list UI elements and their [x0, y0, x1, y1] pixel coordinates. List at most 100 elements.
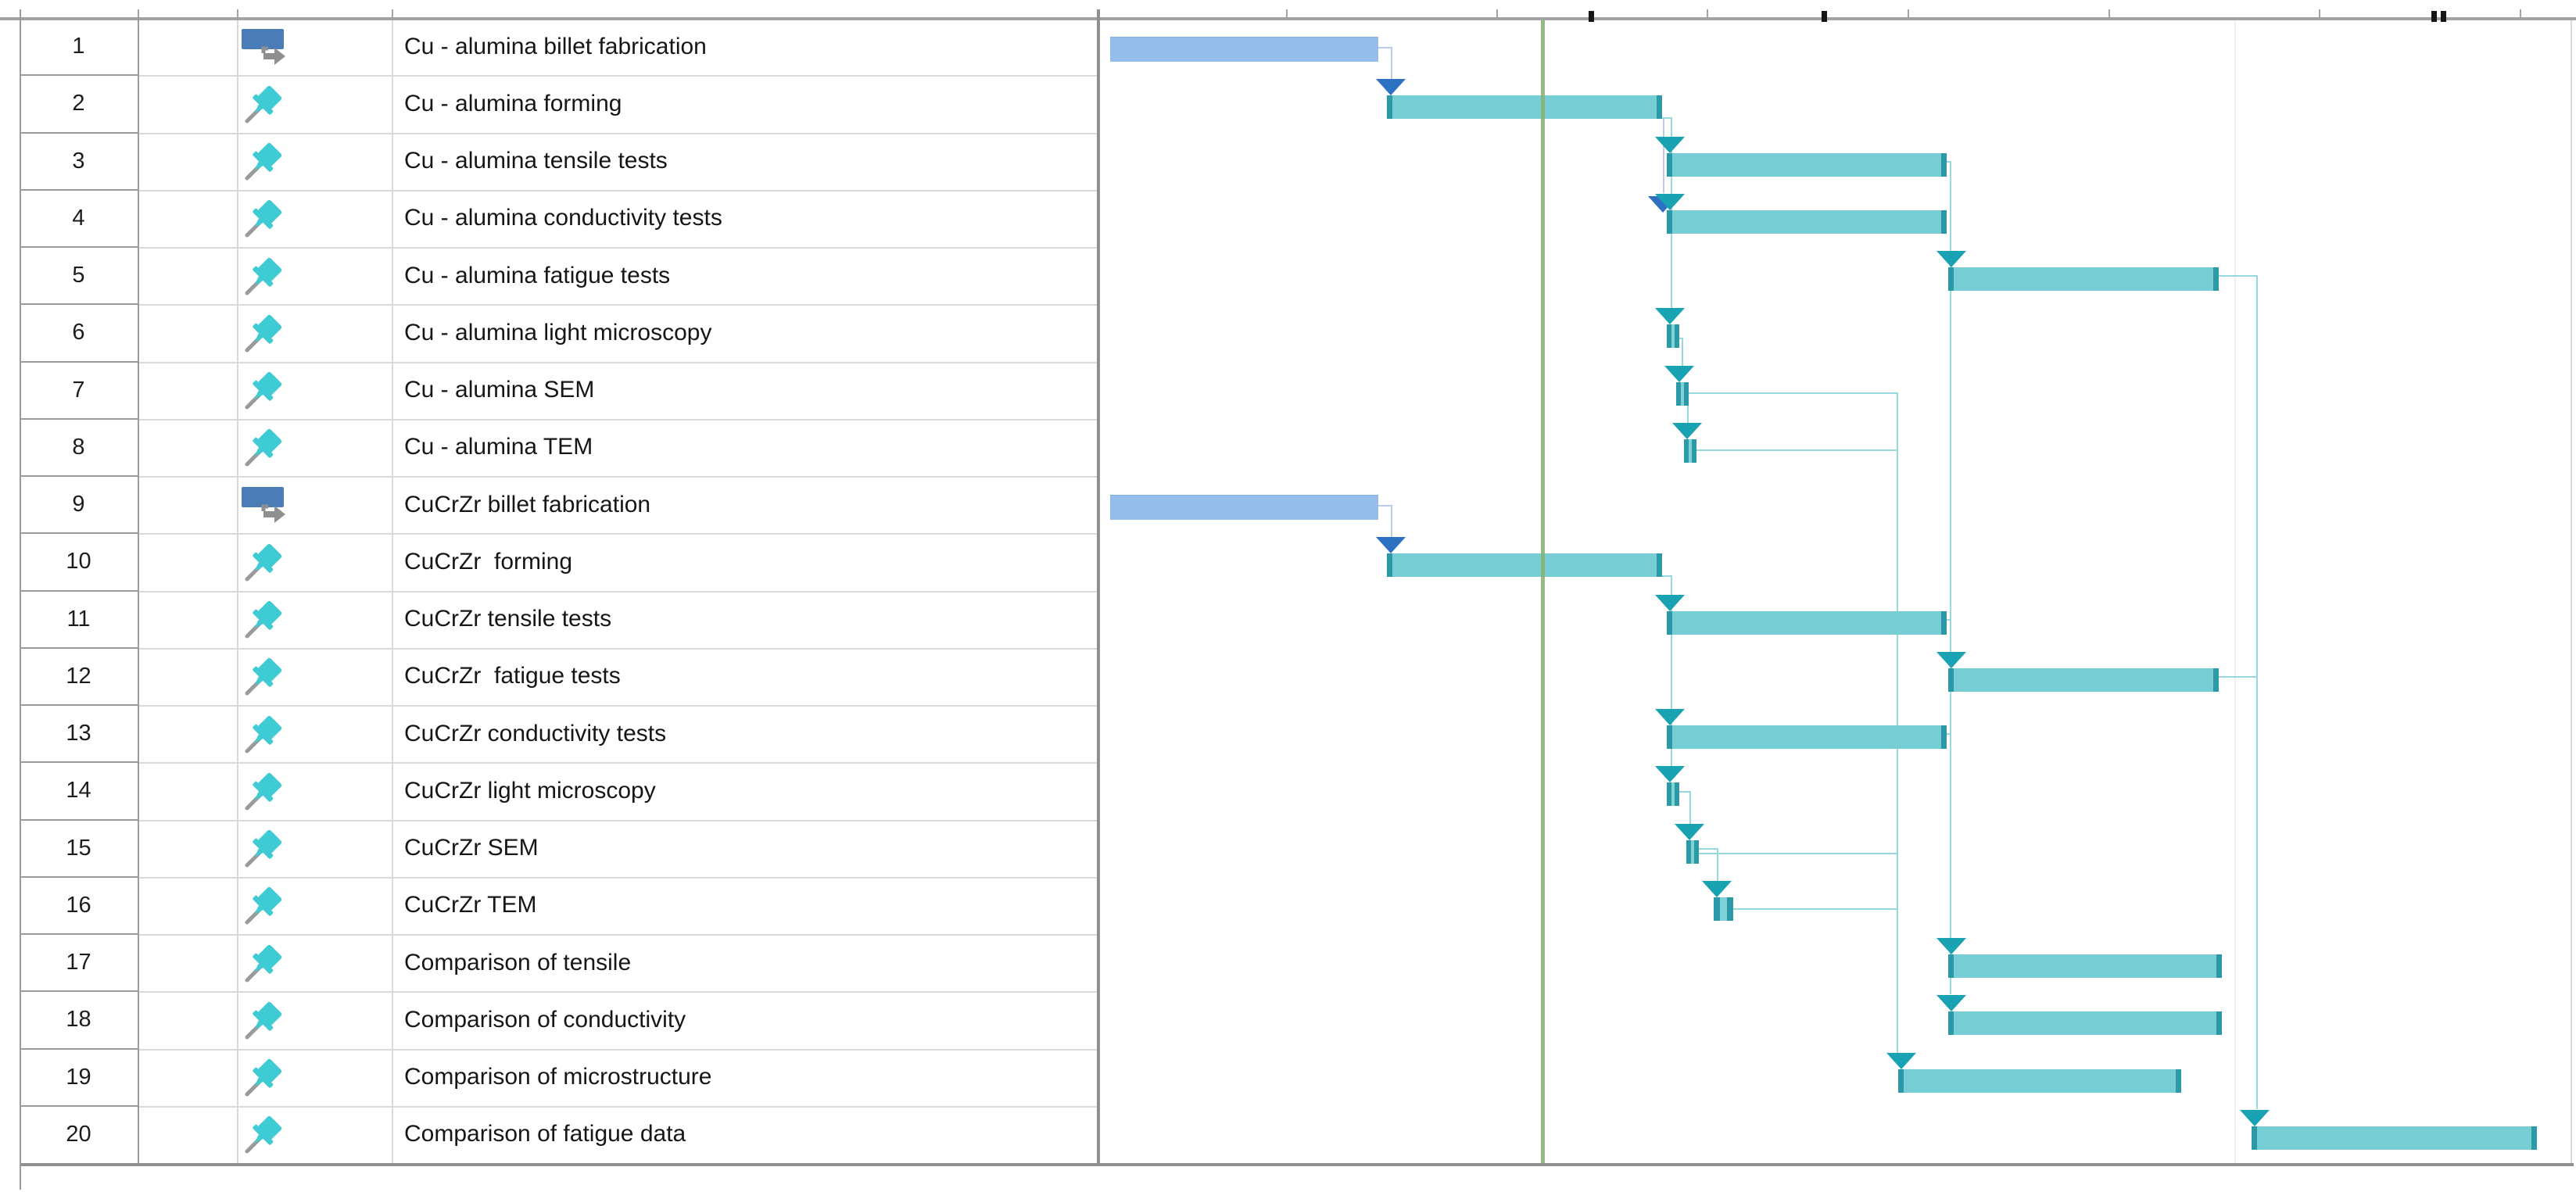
task-mode-cell[interactable] [240, 419, 395, 476]
row-number-cell[interactable]: 1 [72, 34, 85, 59]
row-number-cell[interactable]: 16 [66, 892, 91, 918]
row-number-cell[interactable]: 6 [72, 320, 85, 345]
row-number-cell[interactable]: 18 [66, 1007, 91, 1033]
row-number-cell[interactable]: 3 [72, 148, 85, 174]
task-name-cell[interactable]: CuCrZr fatigue tests [404, 663, 621, 689]
row-number-cell[interactable]: 13 [66, 721, 91, 746]
gantt-bar-task[interactable] [1667, 725, 1947, 749]
task-mode-cell[interactable] [240, 476, 395, 533]
indicator-cell[interactable] [138, 133, 237, 190]
indicator-cell[interactable] [138, 762, 237, 819]
task-name-cell[interactable]: Cu - alumina light microscopy [404, 319, 712, 345]
gantt-bar-task[interactable] [1948, 954, 2222, 978]
table-row[interactable]: 12 CuCrZr fatigue tests [20, 648, 1097, 705]
row-number-cell[interactable]: 15 [66, 835, 91, 861]
table-row[interactable]: 19 Comparison of microstructure [20, 1049, 1097, 1106]
task-name-cell[interactable]: Cu - alumina fatigue tests [404, 262, 671, 288]
row-number-cell[interactable]: 17 [66, 950, 91, 975]
task-mode-cell[interactable] [240, 75, 395, 132]
task-mode-cell[interactable] [240, 362, 395, 419]
task-name-cell[interactable]: Comparison of microstructure [404, 1064, 712, 1090]
gantt-bar-task[interactable] [1667, 610, 1947, 635]
task-mode-cell[interactable] [240, 591, 395, 648]
table-row[interactable]: 11 CuCrZr tensile tests [20, 591, 1097, 648]
task-mode-cell[interactable] [240, 648, 395, 705]
row-number-cell[interactable]: 7 [72, 377, 85, 403]
task-name-cell[interactable]: Comparison of tensile [404, 949, 632, 975]
gantt-bar-short[interactable] [1684, 438, 1696, 463]
task-name-cell[interactable]: Cu - alumina SEM [404, 377, 595, 403]
gantt-bar-task[interactable] [1387, 553, 1662, 578]
task-mode-cell[interactable] [240, 18, 395, 75]
gantt-bar-task[interactable] [1667, 209, 1947, 234]
gantt-bar-short[interactable] [1667, 782, 1679, 807]
task-name-cell[interactable]: Cu - alumina tensile tests [404, 148, 668, 174]
indicator-cell[interactable] [138, 18, 237, 75]
row-number-cell[interactable]: 19 [66, 1064, 91, 1090]
gantt-bar-task[interactable] [1948, 1011, 2222, 1036]
indicator-cell[interactable] [138, 991, 237, 1048]
row-number-cell[interactable]: 5 [72, 263, 85, 288]
row-number-cell[interactable]: 10 [66, 549, 91, 575]
indicator-cell[interactable] [138, 934, 237, 991]
task-name-cell[interactable]: CuCrZr tensile tests [404, 606, 612, 632]
table-row[interactable]: 7 Cu - alumina SEM [20, 362, 1097, 419]
gantt-bar-task[interactable] [2252, 1126, 2537, 1150]
task-mode-cell[interactable] [240, 934, 395, 991]
task-mode-cell[interactable] [240, 991, 395, 1048]
row-number-cell[interactable]: 8 [72, 434, 85, 460]
task-mode-cell[interactable] [240, 247, 395, 304]
table-row[interactable]: 3 Cu - alumina tensile tests [20, 133, 1097, 190]
indicator-cell[interactable] [138, 648, 237, 705]
indicator-cell[interactable] [138, 476, 237, 533]
gantt-bar-task[interactable] [1667, 152, 1947, 177]
gantt-bar-short[interactable] [1686, 839, 1699, 864]
row-number-cell[interactable]: 20 [66, 1121, 91, 1147]
indicator-cell[interactable] [138, 533, 237, 590]
task-mode-cell[interactable] [240, 533, 395, 590]
gantt-bar-task[interactable] [1948, 267, 2219, 291]
gantt-bar-short[interactable] [1676, 381, 1689, 406]
task-name-cell[interactable]: Cu - alumina TEM [404, 434, 593, 460]
table-row[interactable]: 14 CuCrZr light microscopy [20, 762, 1097, 819]
table-row[interactable]: 15 CuCrZr SEM [20, 820, 1097, 877]
row-number-cell[interactable]: 4 [72, 205, 85, 231]
row-number-cell[interactable]: 9 [72, 492, 85, 517]
task-name-cell[interactable]: CuCrZr billet fabrication [404, 491, 651, 517]
gantt-bar-summary[interactable] [1110, 495, 1378, 520]
table-row[interactable]: 4 Cu - alumina conductivity tests [20, 190, 1097, 247]
task-mode-cell[interactable] [240, 762, 395, 819]
task-mode-cell[interactable] [240, 705, 395, 762]
table-row[interactable]: 6 Cu - alumina light microscopy [20, 304, 1097, 361]
task-name-cell[interactable]: Cu - alumina conductivity tests [404, 205, 722, 231]
task-name-cell[interactable]: CuCrZr SEM [404, 835, 539, 861]
task-mode-cell[interactable] [240, 304, 395, 361]
table-row[interactable]: 8 Cu - alumina TEM [20, 419, 1097, 476]
row-number-cell[interactable]: 14 [66, 778, 91, 804]
task-mode-cell[interactable] [240, 133, 395, 190]
task-name-cell[interactable]: CuCrZr light microscopy [404, 777, 656, 804]
row-number-cell[interactable]: 11 [66, 606, 91, 632]
table-row[interactable]: 17 Comparison of tensile [20, 934, 1097, 991]
indicator-cell[interactable] [138, 304, 237, 361]
task-name-cell[interactable]: CuCrZr TEM [404, 892, 537, 918]
task-mode-cell[interactable] [240, 820, 395, 877]
table-row[interactable]: 13 CuCrZr conductivity tests [20, 705, 1097, 762]
task-name-cell[interactable]: CuCrZr conductivity tests [404, 720, 667, 746]
indicator-cell[interactable] [138, 1049, 237, 1106]
indicator-cell[interactable] [138, 75, 237, 132]
gantt-bar-short[interactable] [1667, 324, 1679, 349]
indicator-cell[interactable] [138, 419, 237, 476]
gantt-bar-task[interactable] [1898, 1069, 2181, 1093]
indicator-cell[interactable] [138, 820, 237, 877]
gantt-bar-task[interactable] [1948, 668, 2219, 692]
gantt-bar-short[interactable] [1714, 897, 1733, 921]
indicator-cell[interactable] [138, 190, 237, 247]
indicator-cell[interactable] [138, 877, 237, 934]
row-number-cell[interactable]: 12 [66, 663, 91, 689]
row-number-cell[interactable]: 2 [72, 91, 85, 116]
table-row[interactable]: 5 Cu - alumina fatigue tests [20, 247, 1097, 304]
task-mode-cell[interactable] [240, 190, 395, 247]
